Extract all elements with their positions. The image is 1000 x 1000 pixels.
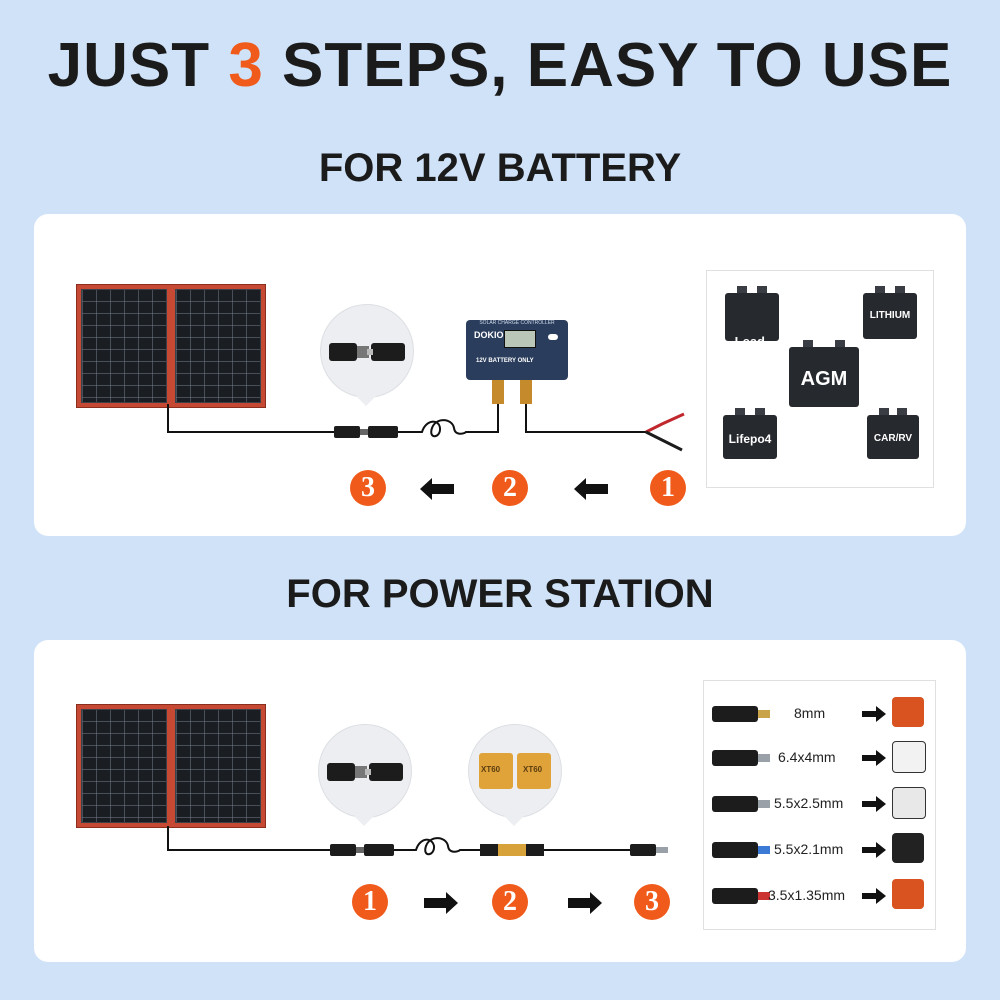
battery-lifepo4: Lifepo4 — [723, 408, 777, 459]
xt60-label-left: XT60 — [481, 765, 501, 774]
dc-plug-icon — [712, 750, 758, 766]
battery-lithium: LITHIUM — [863, 286, 917, 339]
solar-panel-image — [76, 704, 266, 828]
arrow-right-icon — [424, 892, 458, 914]
adapter-row-8mm: 8mm — [712, 696, 932, 732]
sae-bubble-pointer — [356, 396, 376, 406]
xt60-label-right: XT60 — [523, 765, 543, 774]
step-1-badge: 1 — [650, 470, 686, 506]
battery-car-rv: CAR/RV — [867, 408, 919, 459]
adapter-size-label: 3.5x1.35mm — [768, 887, 846, 903]
adapter-row-5-5x2-1mm: 5.5x2.1mm — [712, 832, 932, 868]
dc-plug-icon — [712, 706, 758, 722]
step-2-badge: 2 — [492, 470, 528, 506]
arrow-right-icon — [862, 888, 886, 904]
arrow-right-icon — [862, 842, 886, 858]
xt60-connector-bubble: XT60 XT60 — [468, 724, 562, 818]
adapter-size-label: 6.4x4mm — [778, 749, 836, 765]
arrow-right-icon — [568, 892, 602, 914]
battery-lifepo4-label: Lifepo4 — [728, 432, 772, 446]
adapter-size-label: 8mm — [794, 705, 826, 721]
battery-lead-acid-label: Lead- acid — [734, 334, 770, 363]
sae-connector-bubble — [320, 304, 414, 398]
station-section-title: FOR POWER STATION — [286, 572, 714, 616]
charge-controller: SOLAR CHARGE CONTROLLER DOKIO 12V BATTER… — [466, 320, 568, 380]
xt60-plug-right — [517, 753, 551, 789]
dc-plug-icon — [712, 842, 758, 858]
adapter-row-6-4x4mm: 6.4x4mm — [712, 740, 932, 776]
battery-section-title: FOR 12V BATTERY — [318, 146, 682, 190]
adapter-row-3-5x1-35mm: 3.5x1.35mm — [712, 878, 932, 914]
battery-lead-acid: Lead- acid — [725, 286, 779, 363]
arrow-left-icon — [420, 478, 454, 500]
headline-prefix: JUST — [47, 31, 229, 100]
headline-suffix: STEPS, EASY TO USE — [263, 31, 953, 100]
step-2-badge: 2 — [492, 884, 528, 920]
adapter-size-label: 5.5x2.5mm — [774, 795, 844, 811]
controller-button-icon — [548, 334, 558, 340]
arrow-right-icon — [862, 706, 886, 722]
dc-plug-icon — [712, 888, 758, 904]
controller-brand: DOKIO — [474, 330, 504, 340]
power-station-icon — [892, 833, 924, 863]
power-station-icon — [892, 741, 926, 773]
battery-lithium-label: LITHIUM — [869, 310, 911, 321]
xt60-bubble-pointer — [504, 816, 524, 826]
dc-plug-icon — [712, 796, 758, 812]
power-station-icon — [892, 697, 924, 727]
headline: JUST 3 STEPS, EASY TO USE — [0, 30, 1000, 101]
headline-accent-number: 3 — [228, 31, 264, 100]
arrow-left-icon — [574, 478, 608, 500]
arrow-right-icon — [862, 796, 886, 812]
xt60-plug-left — [479, 753, 513, 789]
step-1-badge: 1 — [352, 884, 388, 920]
controller-lcd-screen — [504, 330, 536, 348]
battery-car-rv-label: CAR/RV — [873, 433, 913, 444]
sae-connector-bubble — [318, 724, 412, 818]
station-wiring-diagram — [167, 826, 668, 856]
adapter-row-5-5x2-5mm: 5.5x2.5mm — [712, 786, 932, 822]
power-station-icon — [892, 787, 926, 819]
arrow-right-icon — [862, 750, 886, 766]
battery-wiring-diagram — [167, 380, 685, 452]
solar-panel-image — [76, 284, 266, 408]
battery-agm: AGM — [789, 340, 859, 407]
step-3-badge: 3 — [634, 884, 670, 920]
controller-label: 12V BATTERY ONLY — [476, 358, 534, 364]
battery-panel: SOLAR CHARGE CONTROLLER DOKIO 12V BATTER… — [34, 214, 966, 536]
battery-agm-label: AGM — [800, 368, 848, 390]
controller-top-text: SOLAR CHARGE CONTROLLER — [479, 320, 555, 326]
sae-bubble-pointer — [354, 816, 374, 826]
step-3-badge: 3 — [350, 470, 386, 506]
adapter-size-label: 5.5x2.1mm — [774, 841, 844, 857]
battery-types-box: Lead- acid LITHIUM AGM Lifepo4 CAR/RV — [706, 270, 934, 488]
power-station-icon — [892, 879, 924, 909]
